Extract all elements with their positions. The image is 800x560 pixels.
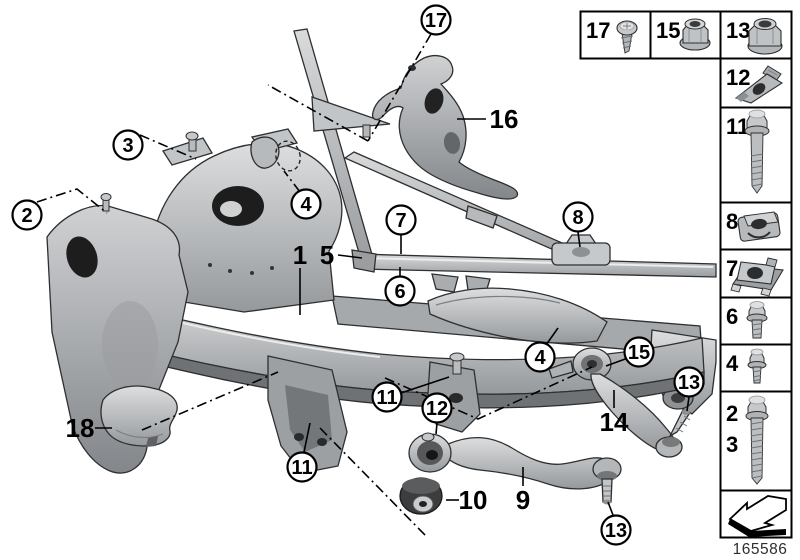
heat-shield-bracket-16 — [371, 55, 519, 200]
svg-text:11: 11 — [376, 387, 397, 409]
svg-text:10: 10 — [459, 485, 488, 515]
svg-text:13: 13 — [678, 372, 700, 394]
legend-cell-4[interactable]: 4 — [719, 343, 793, 393]
legend-cell-13[interactable]: 13 — [719, 10, 793, 60]
bracket-8-mount — [551, 234, 611, 266]
threaded-bolt-icon — [745, 395, 769, 485]
legend-cell-8[interactable]: 8 — [719, 201, 793, 251]
svg-text:2: 2 — [21, 205, 32, 227]
svg-text:17: 17 — [586, 18, 610, 43]
clip-nut-icon — [737, 211, 781, 242]
legend-cell-arrow[interactable] — [719, 489, 793, 539]
direction-arrow-icon — [728, 495, 787, 537]
flange-nut-icon — [679, 18, 711, 51]
svg-text:12: 12 — [426, 398, 448, 420]
svg-text:7: 7 — [395, 210, 406, 232]
flange-nut-large-icon — [747, 18, 783, 55]
callout-9[interactable]: 9 — [516, 485, 530, 515]
svg-text:15: 15 — [656, 18, 680, 43]
svg-text:3: 3 — [122, 135, 133, 157]
svg-text:12: 12 — [726, 65, 750, 90]
svg-text:4: 4 — [534, 347, 546, 369]
svg-text:4: 4 — [726, 351, 739, 376]
short-flange-bolt-icon — [747, 348, 767, 384]
legend-cell-11[interactable]: 11 — [719, 106, 793, 204]
svg-text:16: 16 — [490, 104, 519, 134]
svg-text:18: 18 — [66, 413, 95, 443]
svg-text:11: 11 — [726, 114, 749, 139]
callout-18[interactable]: 18 — [66, 413, 95, 443]
callout-13-right[interactable]: 13 — [673, 366, 705, 398]
svg-text:15: 15 — [628, 342, 650, 364]
callout-4-upper[interactable]: 4 — [290, 188, 322, 220]
callout-11-upper[interactable]: 11 — [371, 381, 403, 413]
rubber-bushing-10 — [399, 477, 443, 515]
svg-text:1: 1 — [293, 240, 307, 270]
callout-12[interactable]: 12 — [421, 392, 453, 424]
callout-7[interactable]: 7 — [385, 204, 417, 236]
fastener-legend: 17 15 13 — [579, 10, 793, 539]
legend-cell-12[interactable]: 12 — [719, 57, 793, 109]
svg-text:8: 8 — [726, 209, 738, 234]
callout-5[interactable]: 5 — [320, 240, 334, 270]
callout-3[interactable]: 3 — [112, 129, 144, 161]
cage-nut-icon — [730, 257, 784, 297]
svg-text:6: 6 — [726, 304, 738, 329]
callout-15[interactable]: 15 — [623, 336, 655, 368]
tension-strut-14 — [548, 347, 691, 458]
callout-10[interactable]: 10 — [459, 485, 488, 515]
svg-text:2: 2 — [726, 401, 738, 426]
callout-11-lower[interactable]: 11 — [286, 451, 318, 483]
leader-lines — [36, 33, 690, 537]
callout-2[interactable]: 2 — [11, 199, 43, 231]
callout-17[interactable]: 17 — [420, 4, 452, 36]
svg-text:11: 11 — [291, 457, 312, 479]
legend-cell-7[interactable]: 7 — [719, 248, 793, 299]
legend-cell-15[interactable]: 15 — [649, 10, 722, 60]
tapping-screw-icon — [616, 20, 638, 54]
legend-cell-17[interactable]: 17 — [579, 10, 652, 60]
reinforcement-plate — [427, 287, 608, 344]
svg-text:8: 8 — [572, 207, 583, 229]
svg-text:13: 13 — [726, 18, 750, 43]
callout-1[interactable]: 1 — [293, 240, 307, 270]
svg-text:3: 3 — [726, 432, 738, 457]
svg-text:17: 17 — [425, 10, 447, 32]
svg-text:5: 5 — [320, 240, 334, 270]
callout-6[interactable]: 6 — [384, 275, 416, 307]
wishbone-9 — [408, 432, 622, 505]
engine-mount-cover-18 — [100, 385, 178, 447]
callout-16[interactable]: 16 — [490, 104, 519, 134]
callout-8[interactable]: 8 — [562, 201, 594, 233]
svg-text:6: 6 — [394, 281, 405, 303]
hidden-cover-part — [250, 136, 301, 172]
svg-text:9: 9 — [516, 485, 530, 515]
callout-13-bottom[interactable]: 13 — [600, 514, 632, 546]
svg-text:14: 14 — [600, 407, 629, 437]
legend-cell-6[interactable]: 6 — [719, 296, 793, 346]
diagram-number: 165586 — [733, 541, 788, 558]
callout-4-lower[interactable]: 4 — [524, 341, 556, 373]
callout-14[interactable]: 14 — [600, 407, 629, 437]
long-flange-bolt-icon — [744, 109, 770, 194]
svg-text:7: 7 — [726, 256, 738, 281]
legend-cell-2-3[interactable]: 2 3 — [719, 390, 793, 492]
flange-bolt-icon — [746, 301, 768, 339]
body-nut-clip-icon — [734, 65, 784, 104]
svg-text:13: 13 — [605, 520, 627, 542]
svg-text:4: 4 — [300, 194, 312, 216]
